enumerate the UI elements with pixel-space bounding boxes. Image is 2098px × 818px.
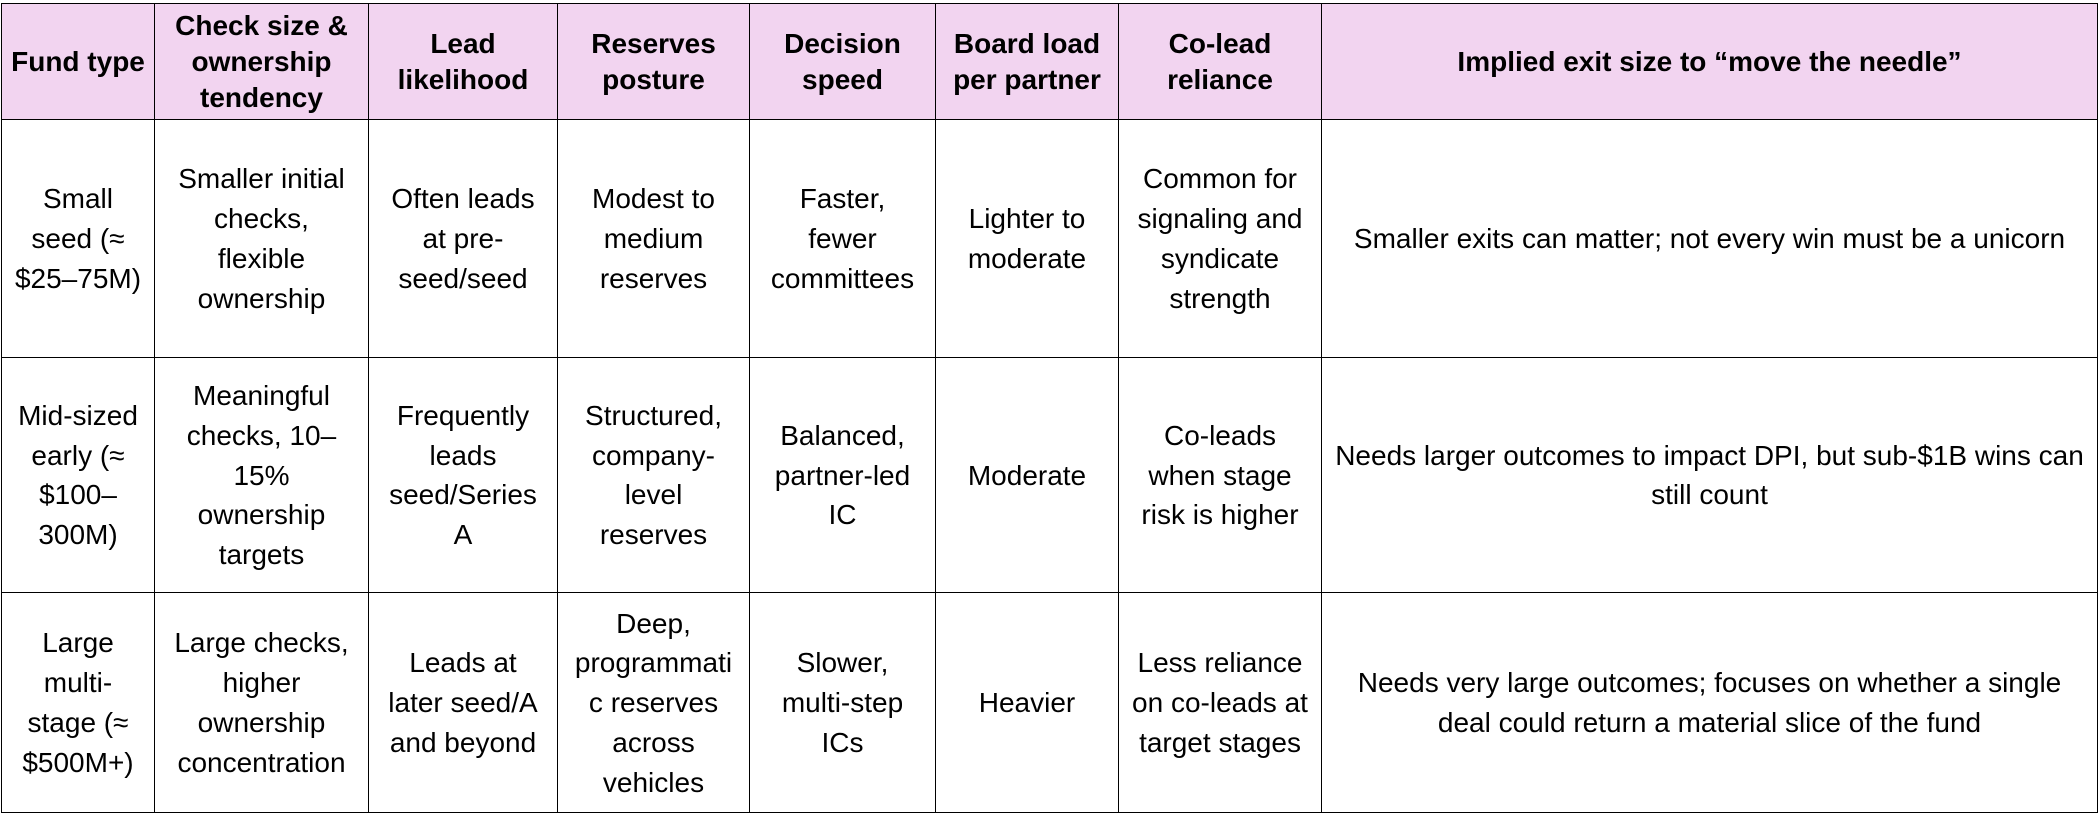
cell-reserves-posture: Deep, programmatic reserves across vehic… [557, 592, 750, 814]
cell-text: Common for signaling and syndicate stren… [1137, 163, 1303, 314]
cell-text: Frequently leads seed/Series A [389, 399, 537, 551]
header-label: Implied exit size to “move the needle” [1457, 45, 1962, 77]
cell-text: Moderate [967, 459, 1087, 491]
header-label: Fund type [11, 45, 145, 77]
cell-text: Modest to medium reserves [592, 183, 715, 294]
cell-text: Smaller exits can matter; not every win … [1353, 223, 2066, 255]
table-header: Fund type Check size & ownership tendenc… [1, 2, 2098, 121]
cell-text: Meaningful checks, 10–15% ownership targ… [186, 380, 337, 571]
cell-board-load-per-partner: Heavier [935, 592, 1119, 814]
cell-board-load-per-partner: Lighter to moderate [935, 119, 1119, 359]
cell-decision-speed: Balanced, partner-led IC [749, 357, 936, 594]
cell-text: Small seed (≈ $25–75M) [14, 183, 142, 294]
header-label: Reserves posture [591, 27, 716, 95]
cell-text: Smaller initial checks, flexible ownersh… [178, 163, 345, 314]
cell-check-size-ownership-tendency: Meaningful checks, 10–15% ownership targ… [154, 357, 369, 594]
header-label: Board load per partner [953, 27, 1101, 95]
cell-fund-type: Mid-sized early (≈ $100–300M) [1, 357, 155, 594]
cell-decision-speed: Faster, fewer committees [749, 119, 936, 359]
cell-co-lead-reliance: Common for signaling and syndicate stren… [1118, 119, 1322, 359]
header-label: Lead likelihood [397, 27, 529, 95]
column-header-reserves-posture: Reserves posture [557, 2, 750, 121]
cell-text: Large multi-stage (≈ $500M+) [22, 627, 134, 778]
column-header-board-load-per-partner: Board load per partner [935, 2, 1119, 121]
cell-text: Needs very large outcomes; focuses on wh… [1357, 667, 2062, 738]
cell-reserves-posture: Structured, company-level reserves [557, 357, 750, 594]
cell-text: Often leads at pre-seed/seed [391, 183, 535, 294]
cell-text: Heavier [978, 687, 1076, 719]
cell-text: Mid-sized early (≈ $100–300M) [18, 399, 138, 551]
cell-implied-exit-size: Needs very large outcomes; focuses on wh… [1321, 592, 2098, 814]
cell-text: Less reliance on co-leads at target stag… [1132, 647, 1308, 758]
column-header-co-lead-reliance: Co-lead reliance [1118, 2, 1322, 121]
header-label: Co-lead reliance [1167, 27, 1273, 95]
cell-fund-type: Small seed (≈ $25–75M) [1, 119, 155, 359]
cell-text: Needs larger outcomes to impact DPI, but… [1335, 439, 2084, 511]
cell-text: Lighter to moderate [967, 203, 1087, 274]
cell-implied-exit-size: Needs larger outcomes to impact DPI, but… [1321, 357, 2098, 594]
table-row: Large multi-stage (≈ $500M+) Large check… [1, 592, 2098, 814]
cell-reserves-posture: Modest to medium reserves [557, 119, 750, 359]
cell-lead-likelihood: Frequently leads seed/Series A [368, 357, 558, 594]
cell-co-lead-reliance: Co-leads when stage risk is higher [1118, 357, 1322, 594]
cell-lead-likelihood: Often leads at pre-seed/seed [368, 119, 558, 359]
cell-text: Deep, programmatic reserves across vehic… [574, 607, 733, 798]
column-header-fund-type: Fund type [1, 2, 155, 121]
table-body: Small seed (≈ $25–75M) Smaller initial c… [1, 119, 2098, 814]
cell-decision-speed: Slower, multi-step ICs [749, 592, 936, 814]
column-header-implied-exit-size: Implied exit size to “move the needle” [1321, 2, 2098, 121]
cell-lead-likelihood: Leads at later seed/A and beyond [368, 592, 558, 814]
cell-text: Balanced, partner-led IC [774, 419, 911, 531]
cell-board-load-per-partner: Moderate [935, 357, 1119, 594]
table-row: Mid-sized early (≈ $100–300M) Meaningful… [1, 357, 2098, 594]
cell-text: Faster, fewer committees [770, 183, 915, 294]
cell-text: Large checks, higher ownership concentra… [174, 627, 349, 778]
header-label: Decision speed [784, 27, 901, 95]
cell-text: Structured, company-level reserves [585, 399, 722, 551]
table-row: Small seed (≈ $25–75M) Smaller initial c… [1, 119, 2098, 359]
cell-implied-exit-size: Smaller exits can matter; not every win … [1321, 119, 2098, 359]
cell-co-lead-reliance: Less reliance on co-leads at target stag… [1118, 592, 1322, 814]
cell-check-size-ownership-tendency: Smaller initial checks, flexible ownersh… [154, 119, 369, 359]
cell-text: Slower, multi-step ICs [781, 647, 904, 758]
column-header-lead-likelihood: Lead likelihood [368, 2, 558, 121]
cell-text: Leads at later seed/A and beyond [388, 647, 538, 758]
cell-fund-type: Large multi-stage (≈ $500M+) [1, 592, 155, 814]
cell-text: Co-leads when stage risk is higher [1141, 419, 1299, 531]
cell-check-size-ownership-tendency: Large checks, higher ownership concentra… [154, 592, 369, 814]
header-row: Fund type Check size & ownership tendenc… [1, 2, 2098, 121]
header-label: Check size & ownership tendency [175, 10, 348, 113]
column-header-check-size-ownership-tendency: Check size & ownership tendency [154, 2, 369, 121]
column-header-decision-speed: Decision speed [749, 2, 936, 121]
